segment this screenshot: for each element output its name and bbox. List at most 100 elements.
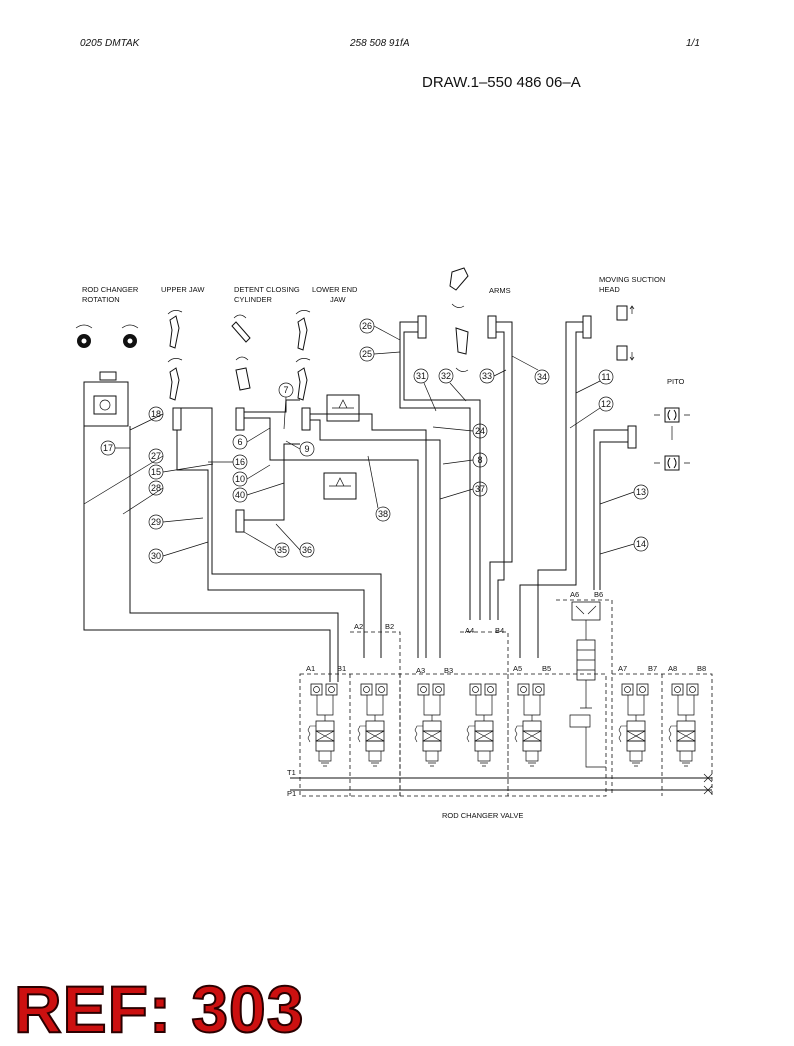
port-a1: A1: [306, 664, 315, 673]
lower-jaw-icon: [295, 310, 311, 401]
label-rotation: ROTATION: [82, 295, 120, 304]
balloon-leaders: [83, 325, 635, 557]
port-t1: T1: [287, 768, 296, 777]
svg-text:15: 15: [151, 467, 161, 477]
balloon-9: 9: [299, 441, 315, 457]
drawing-reference: DRAW.1–550 486 06–A: [422, 74, 581, 91]
port-b1: B1: [337, 664, 346, 673]
header-left: 0205 DMTAK: [80, 38, 140, 49]
label-detent-closing: DETENT CLOSING: [234, 285, 300, 294]
valve-section-a6: [569, 601, 606, 768]
balloon-17: 17: [100, 440, 116, 456]
svg-text:10: 10: [235, 474, 245, 484]
svg-text:26: 26: [362, 321, 372, 331]
balloon-36: 36: [299, 542, 315, 558]
label-moving-suction: MOVING SUCTION: [599, 275, 665, 284]
balloon-25: 25: [359, 346, 375, 362]
balloon-6: 6: [232, 434, 248, 450]
balloon-26: 26: [359, 318, 375, 334]
svg-text:38: 38: [378, 509, 388, 519]
port-a8: A8: [668, 664, 677, 673]
port-a4: A4: [465, 626, 474, 635]
valve-section: [514, 683, 545, 767]
balloon-34: 34: [534, 369, 550, 385]
balloon-35: 35: [274, 542, 290, 558]
svg-text:29: 29: [151, 517, 161, 527]
svg-text:25: 25: [362, 349, 372, 359]
component-labels: ROD CHANGER ROTATION UPPER JAW DETENT CL…: [82, 275, 685, 386]
valve-section: [414, 683, 445, 767]
valve-section: [618, 683, 649, 767]
balloon-32: 32: [438, 368, 454, 384]
svg-text:9: 9: [304, 444, 309, 454]
label-upper-jaw: UPPER JAW: [161, 285, 205, 294]
svg-text:24: 24: [475, 426, 485, 436]
port-a7: A7: [618, 664, 627, 673]
detent-cylinder-icon: [231, 314, 251, 391]
port-a2: A2: [354, 622, 363, 631]
svg-text:30: 30: [151, 551, 161, 561]
port-b3: B3: [444, 666, 453, 675]
balloon-11: 11: [598, 369, 614, 385]
balloon-40: 40: [232, 487, 248, 503]
svg-text:36: 36: [302, 545, 312, 555]
suction-head-icon: [616, 305, 635, 361]
label-jaw: JAW: [330, 295, 346, 304]
label-head: HEAD: [599, 285, 620, 294]
port-a5: A5: [513, 664, 522, 673]
balloon-27: 27: [148, 448, 164, 464]
svg-text:13: 13: [636, 487, 646, 497]
balloon-30: 30: [148, 548, 164, 564]
balloon-33: 33: [479, 368, 495, 384]
balloon-12: 12: [598, 396, 614, 412]
check-valves: [323, 394, 360, 500]
label-arms: ARMS: [489, 286, 511, 295]
balloon-29: 29: [148, 514, 164, 530]
port-labels: A1 B1 A2 B2 A3 B3 A4 B4 A5 B5 A6 B6 A7 B…: [287, 590, 706, 798]
balloon-31: 31: [413, 368, 429, 384]
port-b4: B4: [495, 626, 504, 635]
svg-text:32: 32: [441, 371, 451, 381]
port-b8: B8: [697, 664, 706, 673]
svg-text:12: 12: [601, 399, 611, 409]
header-page: 1/1: [686, 38, 700, 49]
svg-text:27: 27: [151, 451, 161, 461]
port-a3: A3: [416, 666, 425, 675]
arms-icon: [449, 267, 469, 372]
balloon-24: 24: [472, 423, 488, 439]
label-lower-end: LOWER END: [312, 285, 358, 294]
balloon-13: 13: [633, 484, 649, 500]
port-b5: B5: [542, 664, 551, 673]
balloon-18: 18: [148, 406, 164, 422]
svg-text:28: 28: [151, 483, 161, 493]
balloon-7: 7: [278, 382, 294, 398]
port-a6: A6: [570, 590, 579, 599]
valve-caption: ROD CHANGER VALVE: [442, 811, 523, 820]
balloon-16: 16: [232, 454, 248, 470]
balloon-14: 14: [633, 536, 649, 552]
rotation-motor-icon: [75, 324, 139, 348]
label-pito: PITO: [667, 377, 685, 386]
hoses: [83, 321, 628, 682]
svg-text:14: 14: [636, 539, 646, 549]
svg-text:6: 6: [237, 437, 242, 447]
pito-icon: [654, 407, 690, 471]
valve-section: [307, 683, 338, 767]
balloon-38: 38: [375, 506, 391, 522]
valve-bank: [290, 599, 713, 797]
port-b7: B7: [648, 664, 657, 673]
upper-jaw-icon: [167, 310, 183, 401]
svg-text:34: 34: [537, 372, 547, 382]
actuator-pictograms: [75, 267, 690, 471]
label-cylinder: CYLINDER: [234, 295, 273, 304]
balloon-37: 37: [472, 481, 488, 497]
svg-text:35: 35: [277, 545, 287, 555]
valve-section: [466, 683, 497, 767]
balloon-10: 10: [232, 471, 248, 487]
svg-text:16: 16: [235, 457, 245, 467]
port-b6: B6: [594, 590, 603, 599]
valve-sections: [307, 601, 699, 768]
svg-text:7: 7: [283, 385, 288, 395]
balloon-15: 15: [148, 464, 164, 480]
